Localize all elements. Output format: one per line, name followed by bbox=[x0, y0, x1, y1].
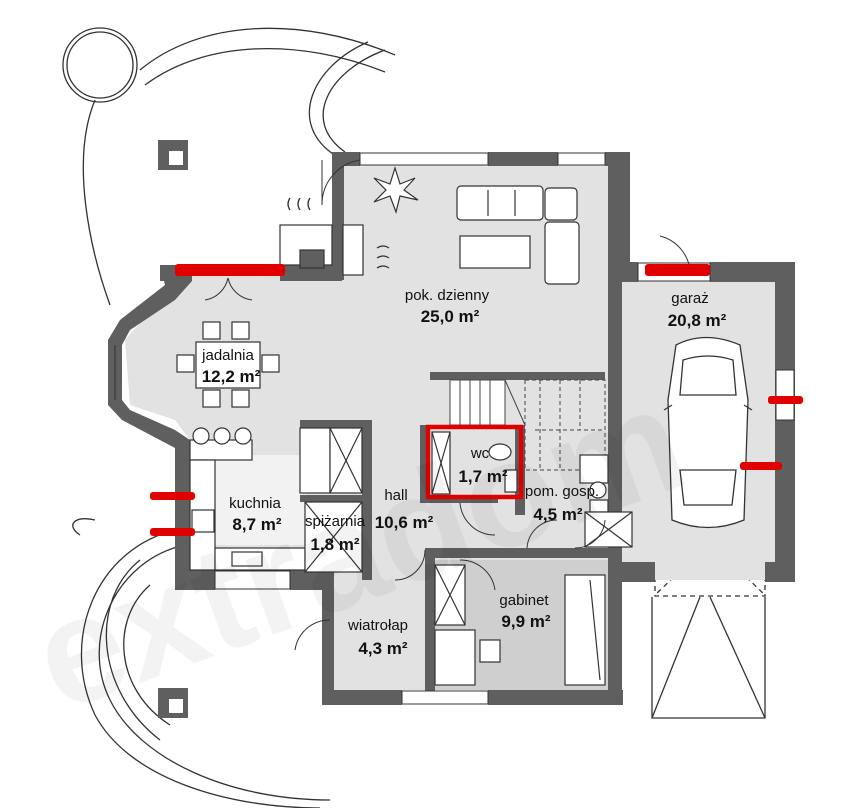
terrace-top-left bbox=[62, 27, 396, 306]
highlight-marks bbox=[150, 264, 803, 536]
room-area-garaz: 20,8 m² bbox=[668, 311, 727, 330]
pillar-bottom bbox=[158, 688, 188, 718]
office-furniture bbox=[434, 564, 606, 686]
pillar-top bbox=[158, 140, 188, 170]
room-name-gabinet: gabinet bbox=[499, 592, 549, 609]
room-area-hall: 10,6 m² bbox=[375, 513, 434, 532]
wc-highlight-box bbox=[425, 424, 524, 500]
room-name-hall: hall bbox=[384, 487, 407, 504]
kitchen-tile bbox=[215, 455, 305, 545]
room-area-kuchnia: 8,7 m² bbox=[232, 515, 281, 534]
room-name-garaz: garaż bbox=[671, 290, 709, 307]
room-area-pok-dzienny: 25,0 m² bbox=[421, 307, 480, 326]
room-area-wiatrolap: 4,3 m² bbox=[358, 639, 407, 658]
room-name-wiatrolap: wiatrołap bbox=[347, 617, 408, 634]
fireplace-icon bbox=[287, 197, 390, 269]
room-labels: pok. dzienny 25,0 m² jadalnia 12,2 m² ku… bbox=[201, 287, 726, 658]
room-area-pom-gosp: 4,5 m² bbox=[533, 505, 582, 524]
dining-table bbox=[176, 321, 280, 408]
room-name-kuchnia: kuchnia bbox=[229, 495, 281, 512]
car-icon bbox=[663, 336, 753, 529]
room-name-wc: wc bbox=[470, 445, 490, 462]
terrace-bottom-left bbox=[72, 518, 331, 808]
room-area-gabinet: 9,9 m² bbox=[501, 612, 550, 631]
room-name-pom-gosp: pom. gosp. bbox=[525, 483, 599, 500]
wc-fixtures bbox=[431, 431, 518, 495]
doors bbox=[204, 159, 691, 651]
utility-fixtures bbox=[579, 454, 633, 548]
living-furniture bbox=[279, 185, 580, 285]
room-area-spizarnia: 1,8 m² bbox=[310, 535, 359, 554]
room-name-jadalnia: jadalnia bbox=[201, 347, 254, 364]
walls bbox=[108, 152, 795, 705]
stairs bbox=[449, 379, 606, 471]
room-area-wc: 1,7 m² bbox=[458, 467, 507, 486]
kitchen-fixtures bbox=[189, 427, 363, 573]
room-name-spizarnia: spiżarnia bbox=[305, 513, 366, 530]
plant-icon bbox=[373, 165, 419, 215]
room-area-jadalnia: 12,2 m² bbox=[202, 367, 261, 386]
room-name-pok-dzienny: pok. dzienny bbox=[405, 287, 490, 304]
